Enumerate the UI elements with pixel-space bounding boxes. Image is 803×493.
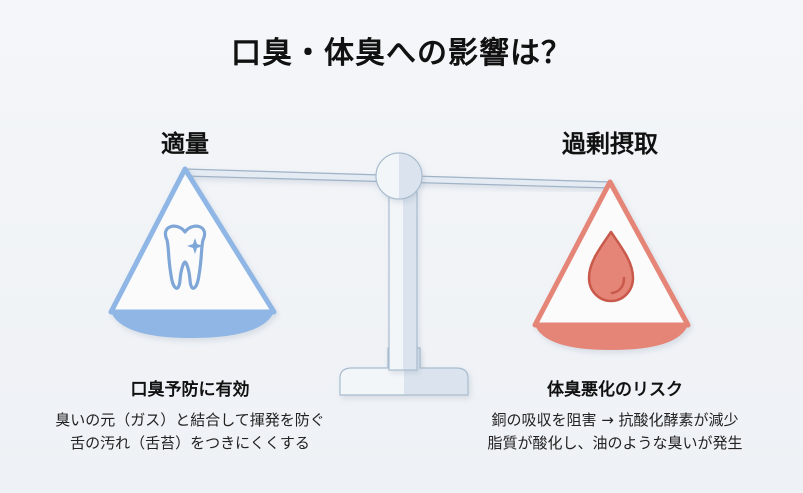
label-moderate-amount: 適量 bbox=[161, 130, 209, 158]
page-title: 口臭・体臭への影響は？ bbox=[231, 36, 572, 71]
scale-base bbox=[339, 347, 469, 396]
blood-drop-icon bbox=[587, 230, 635, 303]
caption-left-heading: 口臭予防に有効 bbox=[130, 380, 250, 400]
caption-left: 口臭予防に有効 臭いの元（ガス）と結合して揮発を防ぐ 舌の汚れ（舌苔）をつきにく… bbox=[0, 375, 380, 455]
scale-pole bbox=[388, 191, 418, 371]
caption-left-line-2: 舌の汚れ（舌苔）をつきにくくする bbox=[70, 434, 310, 452]
scale-pivot bbox=[375, 152, 423, 200]
caption-right-line-1: 銅の吸収を阻害 → 抗酸化酵素が減少 bbox=[491, 411, 739, 429]
caption-right-heading: 体臭悪化のリスク bbox=[547, 380, 683, 400]
label-excess-intake: 過剰摂取 bbox=[562, 130, 658, 158]
caption-right-line-2: 脂質が酸化し、油のような臭いが発生 bbox=[487, 434, 743, 452]
tooth-sparkle-icon bbox=[163, 224, 207, 290]
left-pan bbox=[108, 166, 277, 338]
caption-left-line-1: 臭いの元（ガス）と結合して揮発を防ぐ bbox=[55, 411, 325, 429]
caption-right: 体臭悪化のリスク 銅の吸収を阻害 → 抗酸化酵素が減少 脂質が酸化し、油のような… bbox=[425, 375, 803, 455]
